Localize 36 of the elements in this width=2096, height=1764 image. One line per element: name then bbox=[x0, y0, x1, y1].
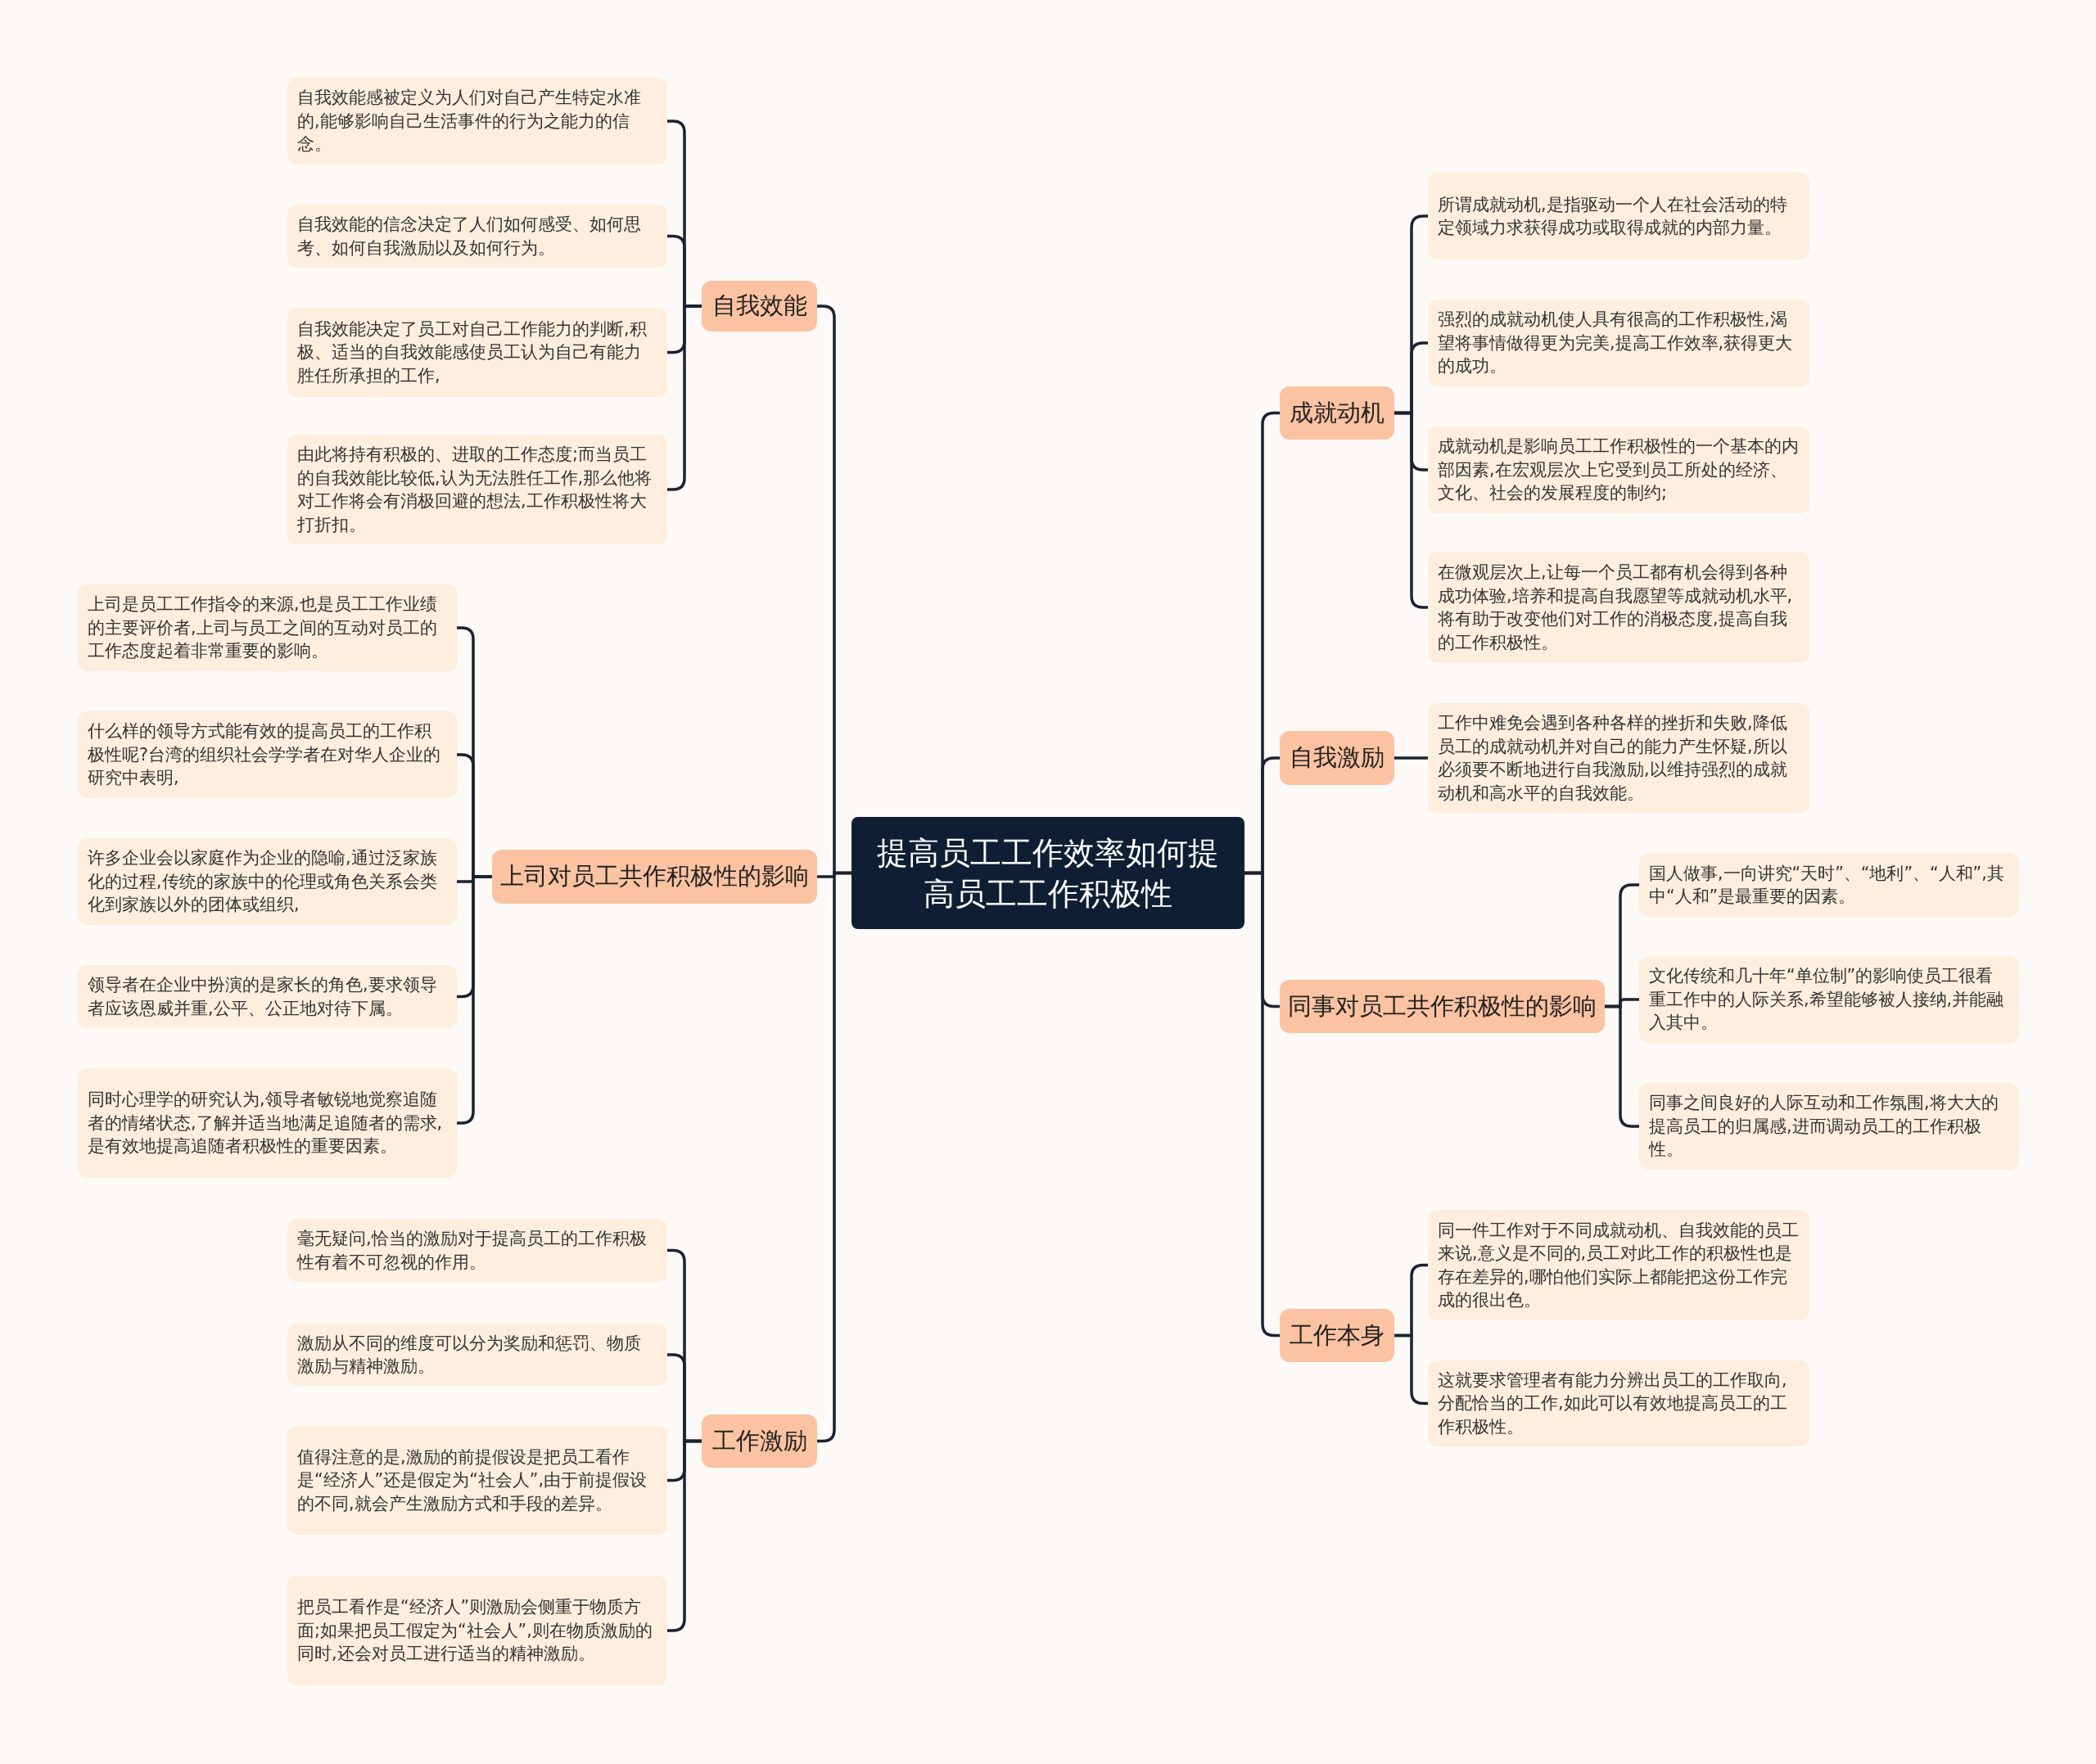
note-box: 许多企业会以家庭作为企业的隐喻,通过泛家族化的过程,传统的家族中的伦理或角色关系会类化到家族以外的团体或组织, bbox=[78, 838, 457, 925]
note-box: 由此将持有积极的、进取的工作态度;而当员工的自我效能比较低,认为无法胜任工作,那么他将对工作将会有消极回避的想法,工作积极性将大打折扣。 bbox=[287, 435, 667, 544]
note-box: 这就要求管理者有能力分辨出员工的工作取向,分配恰当的工作,如此可以有效地提高员工的工作积极性。 bbox=[1428, 1360, 1809, 1446]
connector bbox=[817, 871, 852, 1443]
note-box: 同一件工作对于不同成就动机、自我效能的员工来说,意义是不同的,员工对此工作的积极性也是存在差异的,哪怕他们实际上都能把这份工作完成的很出色。 bbox=[1428, 1210, 1809, 1320]
note-box: 成就动机是影响员工工作积极性的一个基本的内部因素,在宏观层次上它受到员工所处的经济、文化、社会的发展程度的制约; bbox=[1428, 426, 1809, 513]
topic-box: 上司对员工共作积极性的影响 bbox=[492, 850, 817, 904]
note-box: 在微观层次上,让每一个员工都有机会得到各种成功体验,培养和提高自我愿望等成就动机水平,将有助于改变他们对工作的消极态度,提高自我的工作积极性。 bbox=[1428, 552, 1809, 663]
note-box: 自我效能的信念决定了人们如何感受、如何思考、如何自我激励以及如何行为。 bbox=[287, 205, 667, 268]
note-box: 什么样的领导方式能有效的提高员工的工作积极性呢?台湾的组织社会学学者在对华人企业的研究中表明, bbox=[78, 711, 457, 798]
note-box: 国人做事,一向讲究“天时”、“地利”、“人和”,其中“人和”是最重要的因素。 bbox=[1639, 853, 2019, 917]
note-box: 自我效能感被定义为人们对自己产生特定水准的,能够影响自己生活事件的行为之能力的信念。 bbox=[287, 78, 667, 165]
note-box: 所谓成就动机,是指驱动一个人在社会活动的特定领域力求获得成功或取得成就的内部力量。 bbox=[1428, 173, 1809, 259]
topic-box: 同事对员工共作积极性的影响 bbox=[1280, 980, 1605, 1033]
connector bbox=[667, 1439, 702, 1632]
topic-box: 工作激励 bbox=[702, 1414, 817, 1468]
note-box: 激励从不同的维度可以分为奖励和惩罚、物质激励与精神激励。 bbox=[287, 1324, 667, 1386]
note-box: 文化传统和几十年“单位制”的影响使员工很看重工作中的人际关系,希望能够被人接纳,并能融入其中。 bbox=[1639, 956, 2019, 1043]
note-box: 自我效能决定了员工对自己工作能力的判断,积极、适当的自我效能感使员工认为自己有能力胜任所承担的工作, bbox=[287, 308, 667, 397]
note-box: 同事之间良好的人际互动和工作氛围,将大大的提高员工的归属感,进而调动员工的工作积极性。 bbox=[1639, 1083, 2019, 1170]
note-box: 工作中难免会遇到各种各样的挫折和失败,降低员工的成就动机并对自己的能力产生怀疑,所以必须要不断地进行自我激励,以维持强烈的成就动机和高水平的自我效能。 bbox=[1428, 703, 1809, 813]
central-topic-box: 提高员工工作效率如何提高员工工作积极性 bbox=[852, 817, 1244, 929]
note-box: 值得注意的是,激励的前提假设是把员工看作是“经济人”还是假定为“社会人”,由于前提假设的不同,就会产生激励方式和手段的差异。 bbox=[287, 1426, 667, 1535]
note-box: 把员工看作是“经济人”则激励会侧重于物质方面;如果把员工假定为“社会人”,则在物质激励的同时,还会对员工进行适当的精神激励。 bbox=[287, 1576, 667, 1685]
note-box: 强烈的成就动机使人具有很高的工作积极性,渴望将事情做得更为完美,提高工作效率,获得更大的成功。 bbox=[1428, 300, 1809, 386]
connector bbox=[1605, 1004, 1639, 1128]
note-box: 毫无疑问,恰当的激励对于提高员工的工作积极性有着不可忽视的作用。 bbox=[287, 1219, 667, 1282]
note-box: 同时心理学的研究认为,领导者敏锐地觉察追随者的情绪状态,了解并适当地满足追随者的需求,是有效地提高追随者积极性的重要因素。 bbox=[78, 1068, 457, 1178]
note-box: 上司是员工工作指令的来源,也是员工工作业绩的主要评价者,上司与员工之间的互动对员工的工作态度起着非常重要的影响。 bbox=[78, 584, 457, 671]
connector bbox=[1394, 756, 1428, 760]
topic-box: 工作本身 bbox=[1280, 1309, 1394, 1362]
topic-box: 自我效能 bbox=[702, 281, 817, 332]
note-box: 领导者在企业中扮演的是家长的角色,要求领导者应该恩威并重,公平、公正地对待下属。 bbox=[78, 965, 457, 1028]
connector bbox=[667, 305, 702, 491]
topic-box: 成就动机 bbox=[1280, 386, 1394, 440]
topic-box: 自我激励 bbox=[1280, 731, 1394, 785]
